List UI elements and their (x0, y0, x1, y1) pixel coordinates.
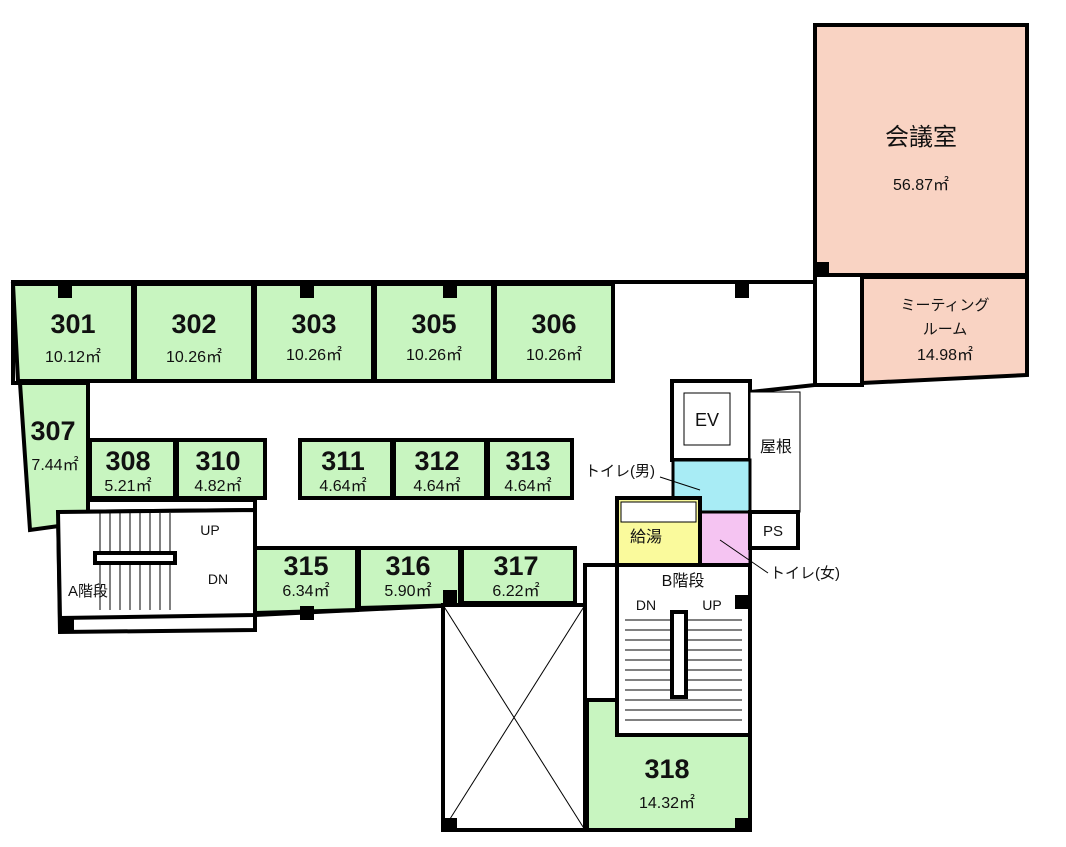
room-306[interactable]: 306 10.26㎡ (493, 282, 615, 383)
room-number: 303 (291, 309, 336, 339)
room-area: 14.32㎡ (639, 794, 695, 812)
pipe-shaft-label: PS (763, 523, 783, 540)
column (58, 284, 72, 298)
room-area: 10.26㎡ (406, 346, 462, 364)
room-303[interactable]: 303 10.26㎡ (253, 282, 375, 383)
room-area: 4.64㎡ (504, 477, 551, 495)
column (735, 818, 749, 832)
toilet-women-label: トイレ(女) (770, 564, 840, 582)
void-cross (442, 604, 586, 831)
column (300, 606, 314, 620)
stairs-b-dn: DN (636, 597, 656, 613)
column (735, 284, 749, 298)
room-number: 305 (411, 309, 456, 339)
column (815, 262, 829, 276)
room-area: 4.82㎡ (194, 477, 241, 495)
room-area: 4.64㎡ (319, 477, 366, 495)
column (443, 818, 457, 832)
stairs-b-well (670, 610, 688, 699)
room-shape (493, 282, 615, 383)
room-label: 会議室 (885, 124, 957, 151)
roof-label: 屋根 (760, 438, 792, 456)
room-label: ミーティング (900, 297, 989, 314)
room-area: 10.26㎡ (526, 346, 582, 364)
room-kaigi[interactable]: 会議室 56.87㎡ (813, 23, 1029, 277)
room-number: 307 (30, 416, 75, 446)
room-shape (486, 438, 574, 500)
column (443, 284, 457, 298)
room-number: 318 (644, 754, 689, 784)
leader-line (659, 476, 701, 491)
room-area: 5.90㎡ (384, 582, 431, 600)
leader-line (719, 539, 769, 574)
column (300, 284, 314, 298)
room-number: 317 (493, 551, 538, 581)
toilet-men-label: トイレ(男) (585, 463, 655, 480)
column (60, 618, 74, 632)
room-number: 313 (505, 446, 550, 476)
room-number: 302 (171, 309, 216, 339)
elevator-car (683, 392, 731, 446)
room-label-line2: ルーム (923, 321, 968, 338)
room-302[interactable]: 302 10.26㎡ (133, 282, 255, 383)
room-number: 311 (321, 446, 365, 476)
room-area: 7.44㎡ (31, 456, 78, 474)
room-area: 5.21㎡ (104, 477, 151, 495)
stairs-b-label: B階段 (662, 572, 705, 590)
room-number: 312 (414, 446, 459, 476)
stairs-a-up: UP (200, 522, 219, 538)
room-301[interactable]: 301 10.12㎡ (10, 282, 135, 383)
stairs-a-well (93, 551, 177, 565)
room-number: 306 (531, 309, 576, 339)
room-area: 6.34㎡ (282, 582, 329, 600)
column (443, 590, 457, 604)
room-number: 310 (195, 446, 240, 476)
room-number: 316 (385, 551, 430, 581)
room-number: 308 (105, 446, 150, 476)
kitchen-counter (620, 501, 697, 523)
room-area: 56.87㎡ (893, 176, 949, 194)
toilet-men (671, 458, 752, 514)
roof-area (749, 391, 801, 513)
room-number: 301 (50, 309, 95, 339)
room-area: 6.22㎡ (492, 582, 539, 600)
room-area: 10.26㎡ (166, 348, 222, 366)
room-305[interactable]: 305 10.26㎡ (373, 282, 495, 383)
stairs-b-up: UP (702, 597, 721, 613)
room-shape (175, 438, 267, 500)
kitchen-label: 給湯 (630, 528, 662, 546)
room-area: 10.12㎡ (45, 348, 101, 366)
stairs-a-label: A階段 (68, 583, 108, 600)
elevator-label: EV (695, 410, 719, 430)
stairs-a-dn: DN (208, 571, 228, 587)
toilet-women (698, 510, 752, 567)
pipe-shaft (748, 510, 800, 550)
room-area: 14.98㎡ (917, 346, 973, 364)
corridor-link (813, 273, 864, 387)
column (735, 595, 749, 609)
room-number: 315 (283, 551, 328, 581)
room-area: 10.26㎡ (286, 346, 342, 364)
room-area: 4.64㎡ (413, 477, 460, 495)
room-307[interactable]: 307 7.44㎡ (17, 381, 90, 533)
